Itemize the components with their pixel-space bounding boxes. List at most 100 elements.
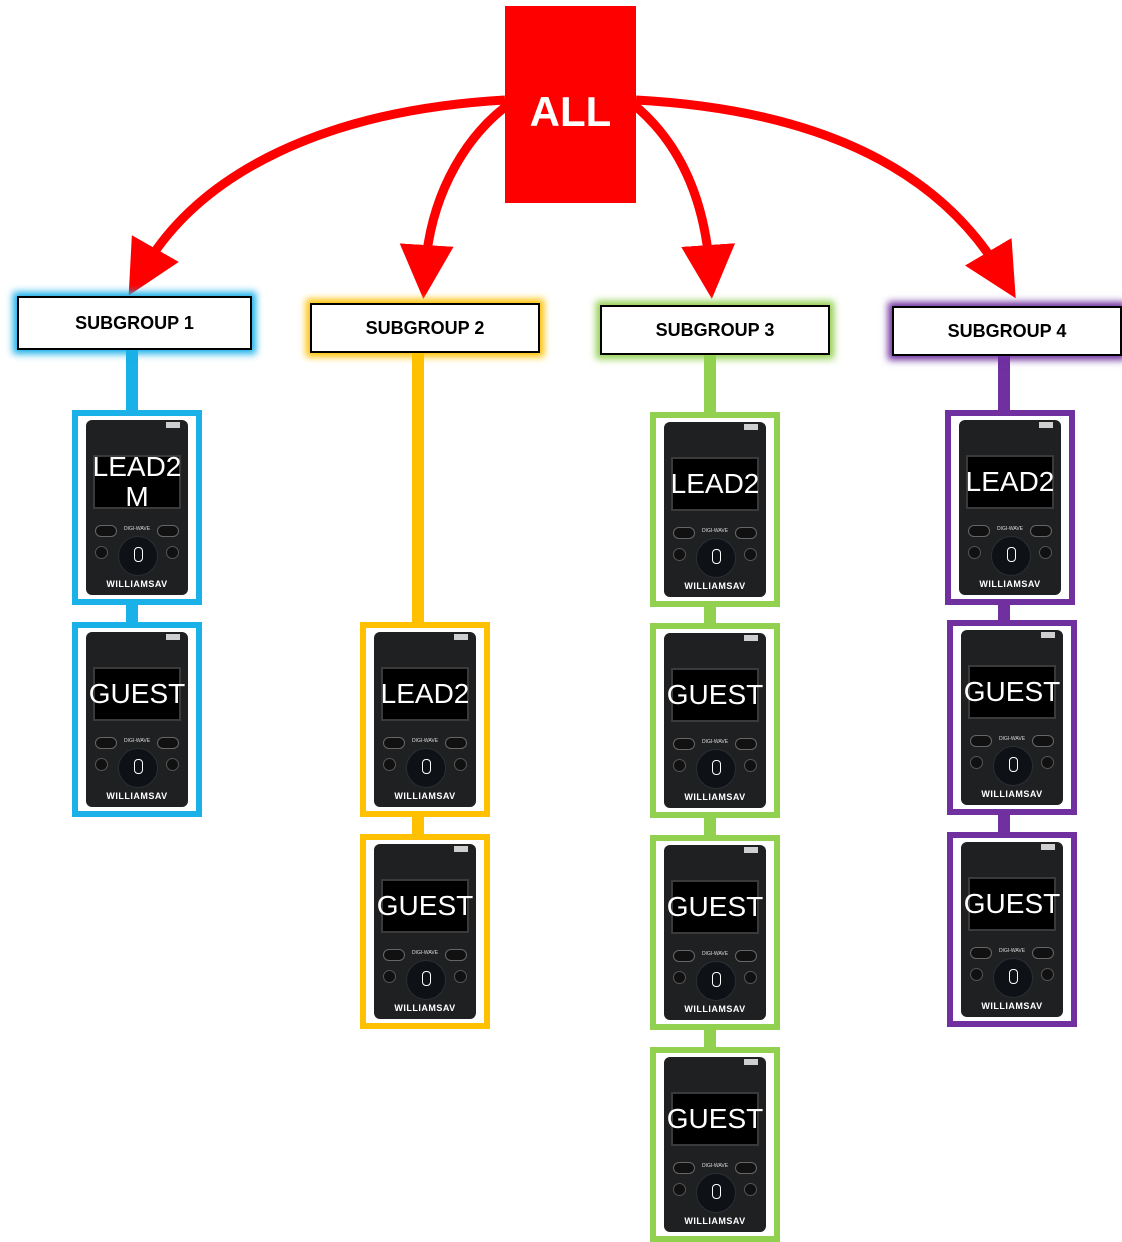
menu-icon <box>166 546 179 559</box>
chevron-up-icon <box>735 738 757 750</box>
arrow-to-subgroup-1 <box>128 95 506 296</box>
microphone-icon <box>991 535 1031 576</box>
microphone-icon <box>696 960 736 1001</box>
status-led-icon <box>1039 422 1053 428</box>
device-button-label: DIGI-WAVE <box>998 947 1026 954</box>
power-icon <box>95 546 108 559</box>
device-button-label: DIGI-WAVE <box>411 949 439 956</box>
menu-icon <box>454 758 467 771</box>
device-screen-text: GUEST <box>666 891 764 923</box>
subgroup-label: SUBGROUP 3 <box>655 319 775 340</box>
device-brand: WILLIAMSAV <box>981 789 1043 799</box>
device-brand: WILLIAMSAV <box>106 579 168 589</box>
device-screen: GUEST <box>667 668 763 723</box>
device-frame: GUEST DIGI-WAVE WILLIAMSAV <box>72 622 202 817</box>
chevron-up-icon <box>445 949 467 961</box>
power-icon <box>673 971 686 984</box>
device-button-label: DIGI-WAVE <box>123 737 151 744</box>
device-screen-text: GUEST <box>88 678 186 710</box>
status-led-icon <box>454 846 468 852</box>
arrow-to-subgroup-3 <box>625 96 736 299</box>
menu-icon <box>744 548 757 561</box>
status-led-icon <box>1041 844 1055 850</box>
power-icon <box>673 759 686 772</box>
device-button-label: DIGI-WAVE <box>701 1162 729 1169</box>
chevron-up-icon <box>1032 947 1054 959</box>
power-icon <box>968 546 981 559</box>
device-screen: LEAD2 <box>670 457 760 512</box>
chevron-up-icon <box>1030 525 1052 537</box>
chevron-down-icon <box>383 737 405 749</box>
chevron-down-icon <box>95 737 117 749</box>
device-screen-text: GUEST <box>963 676 1061 708</box>
device-screen: GUEST <box>89 667 185 722</box>
device-button-label: DIGI-WAVE <box>998 735 1026 742</box>
microphone-icon <box>993 745 1033 786</box>
status-led-icon <box>454 634 468 640</box>
device-screen-text: GUEST <box>666 1103 764 1135</box>
power-icon <box>970 968 983 981</box>
device-button-label: DIGI-WAVE <box>996 525 1024 532</box>
menu-icon <box>454 970 467 983</box>
arrow-to-subgroup-4 <box>635 95 1016 299</box>
device-frame: GUEST DIGI-WAVE WILLIAMSAV <box>360 834 490 1029</box>
device-brand: WILLIAMSAV <box>394 791 456 801</box>
chevron-down-icon <box>673 527 695 539</box>
chevron-down-icon <box>970 947 992 959</box>
device-brand: WILLIAMSAV <box>106 791 168 801</box>
chevron-up-icon <box>1032 735 1054 747</box>
chevron-up-icon <box>157 525 179 537</box>
status-led-icon <box>744 635 758 641</box>
device-screen-text: GUEST <box>963 888 1061 920</box>
subgroup-box: SUBGROUP 4 <box>892 306 1122 356</box>
microphone-icon <box>406 747 446 788</box>
device-screen: LEAD2 <box>380 667 470 722</box>
chevron-down-icon <box>673 738 695 750</box>
device-screen-text: LEAD2 <box>380 678 470 710</box>
power-icon <box>95 758 108 771</box>
subgroup-label: SUBGROUP 1 <box>75 312 194 333</box>
menu-icon <box>744 1183 757 1196</box>
chevron-up-icon <box>735 950 757 962</box>
device-brand: WILLIAMSAV <box>684 1216 746 1226</box>
device-screen: GUEST <box>964 877 1060 932</box>
device-screen: GUEST <box>377 879 473 934</box>
power-icon <box>383 970 396 983</box>
chevron-up-icon <box>445 737 467 749</box>
power-icon <box>383 758 396 771</box>
chevron-up-icon <box>157 737 179 749</box>
menu-icon <box>1039 546 1052 559</box>
device-brand: WILLIAMSAV <box>684 581 746 591</box>
menu-icon <box>1041 968 1054 981</box>
microphone-icon <box>406 959 446 1000</box>
menu-icon <box>744 759 757 772</box>
device-screen-text: LEAD2 <box>670 468 760 500</box>
power-icon <box>673 548 686 561</box>
chevron-down-icon <box>383 949 405 961</box>
chevron-up-icon <box>735 527 757 539</box>
device-frame: GUEST DIGI-WAVE WILLIAMSAV <box>947 620 1077 815</box>
menu-icon <box>1041 756 1054 769</box>
device-brand: WILLIAMSAV <box>684 1004 746 1014</box>
subgroup-label: SUBGROUP 4 <box>947 320 1067 341</box>
receiver-device: GUEST DIGI-WAVE WILLIAMSAV <box>374 844 476 1019</box>
device-screen-text: GUEST <box>376 890 474 922</box>
chevron-down-icon <box>673 1162 695 1174</box>
subgroup-label: SUBGROUP 2 <box>365 317 485 338</box>
device-screen: LEAD2 M <box>93 452 182 512</box>
microphone-icon <box>696 748 736 789</box>
subgroup-box: SUBGROUP 2 <box>310 303 540 353</box>
device-brand: WILLIAMSAV <box>394 1003 456 1013</box>
